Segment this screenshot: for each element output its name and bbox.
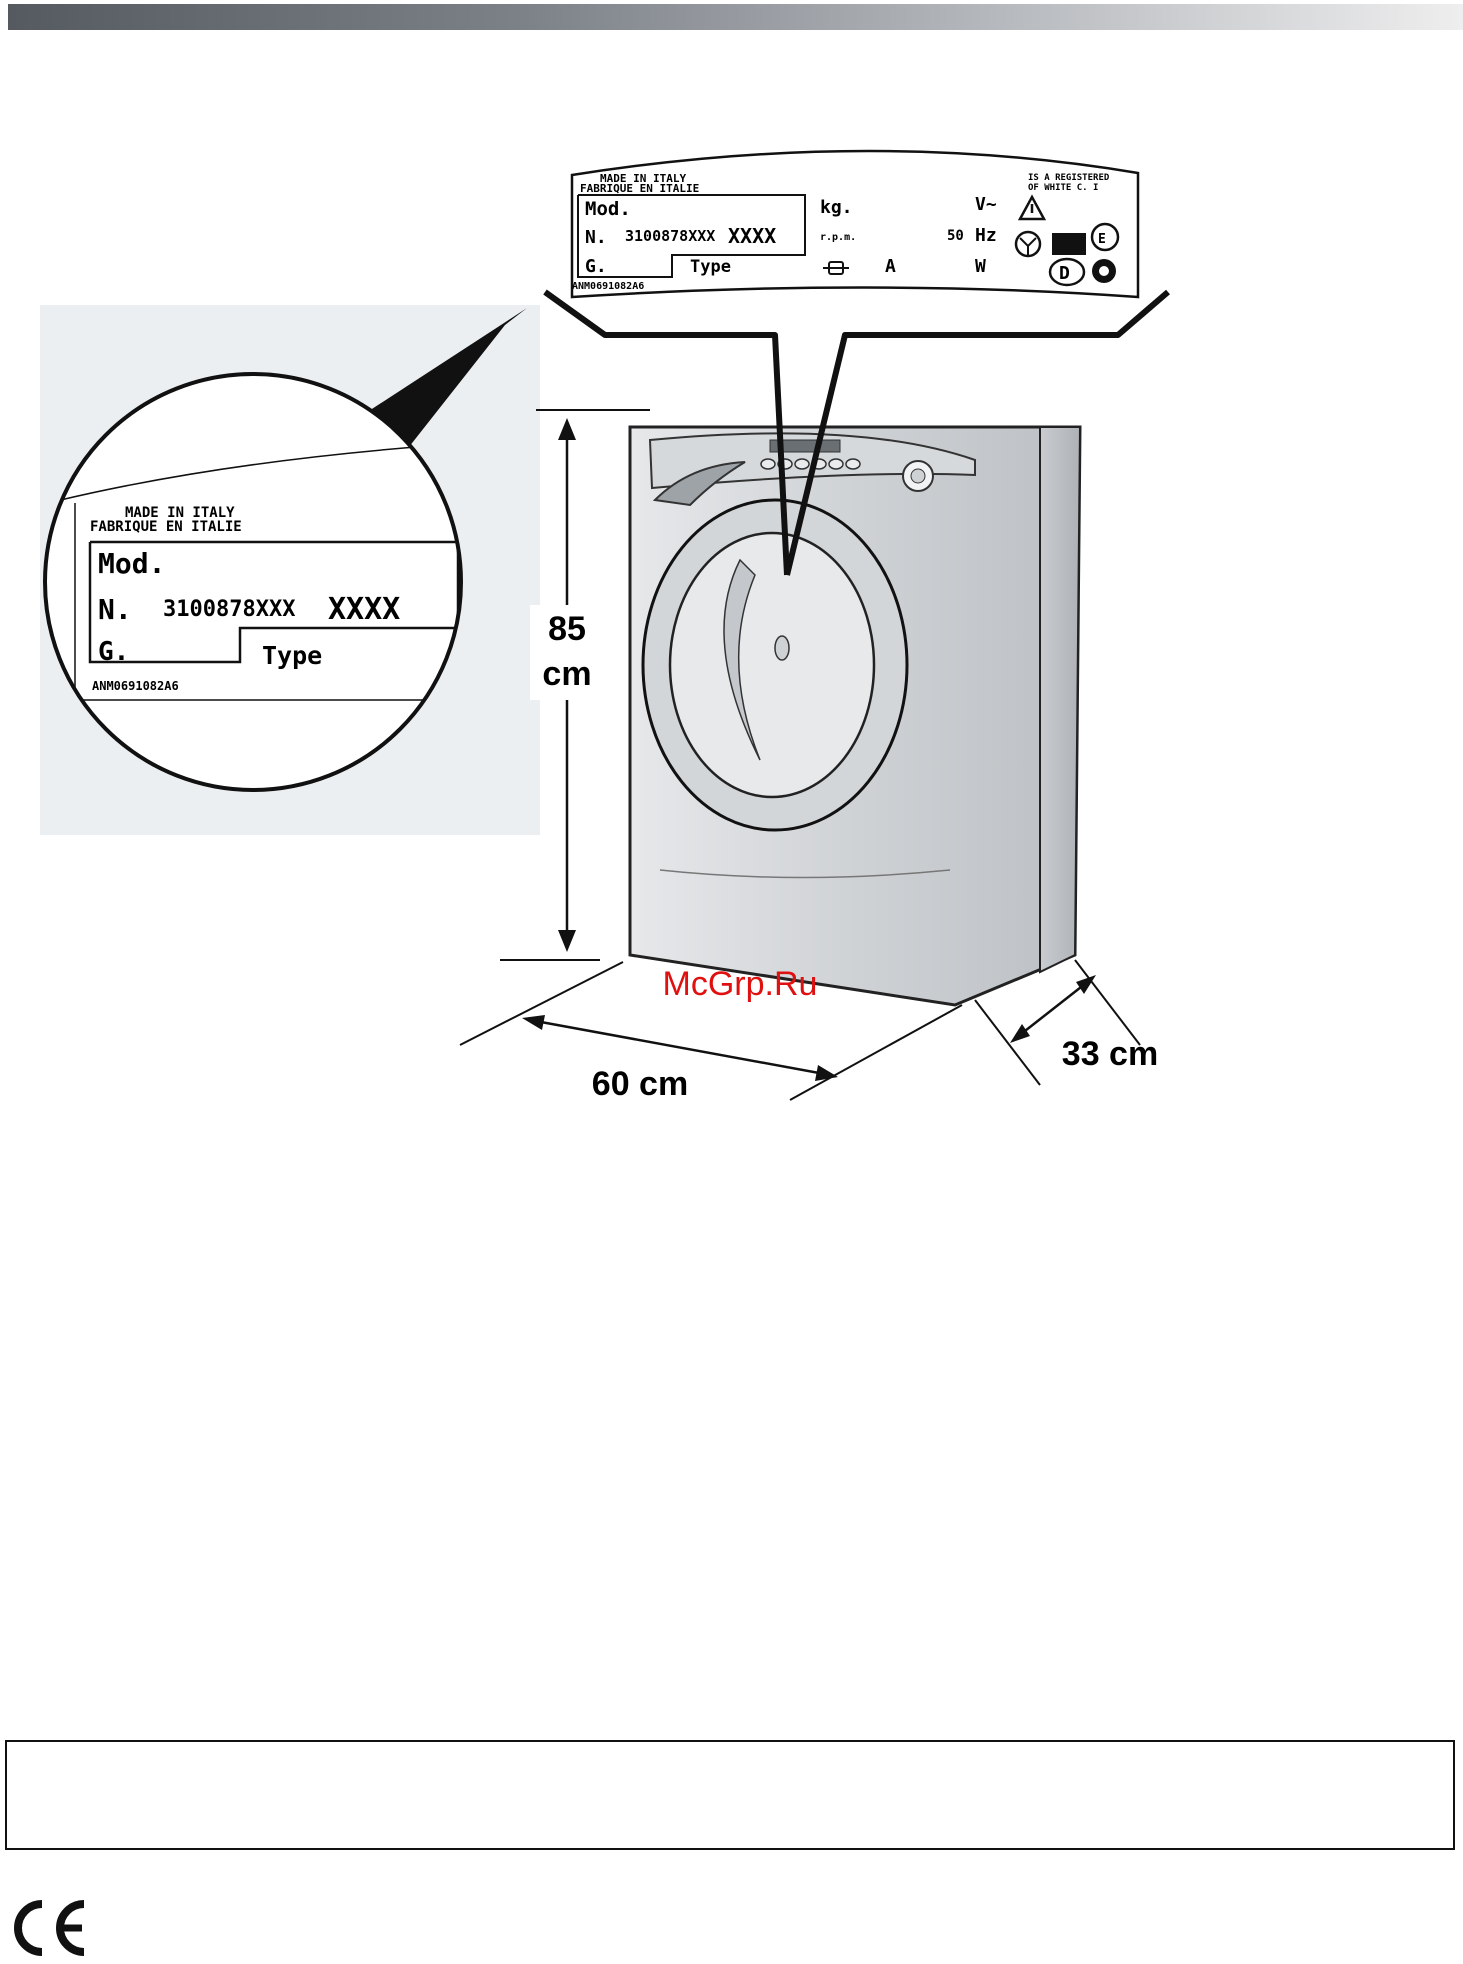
zoom-code: ANM0691082A6 bbox=[92, 679, 179, 693]
zoom-serial-suffix: XXXX bbox=[328, 592, 400, 627]
zoom-serial-prefix: N. bbox=[98, 593, 132, 626]
plate-serial-suffix: XXXX bbox=[728, 224, 776, 248]
machine-side bbox=[1040, 427, 1080, 972]
plate-g: G. bbox=[585, 256, 607, 277]
width-label: 60 cm bbox=[592, 1065, 688, 1103]
note-box bbox=[5, 1740, 1455, 1850]
zoom-g: G. bbox=[98, 637, 129, 667]
washing-machine-figure: MADE IN ITALY FABRIQUE EN ITALIE Mod. N.… bbox=[0, 0, 1463, 1140]
height-unit: cm bbox=[542, 655, 591, 693]
plate-volt: V~ bbox=[975, 194, 997, 215]
plate-watt: W bbox=[975, 256, 986, 277]
plate-code: ANM0691082A6 bbox=[572, 281, 644, 292]
plate-mod: Mod. bbox=[585, 198, 631, 220]
rating-plate: MADE IN ITALY FABRIQUE EN ITALIE Mod. N.… bbox=[572, 151, 1138, 297]
plate-serial-number: 3100878XXX bbox=[625, 227, 715, 245]
height-value: 85 bbox=[548, 610, 586, 648]
ce-mark-icon bbox=[8, 1898, 88, 1958]
zoom-mod: Mod. bbox=[98, 547, 165, 580]
door-glass bbox=[670, 533, 874, 797]
plate-fabrique: FABRIQUE EN ITALIE bbox=[580, 182, 699, 195]
svg-text:D: D bbox=[1059, 263, 1070, 284]
plate-amp: A bbox=[885, 256, 896, 277]
plate-type: Type bbox=[690, 257, 731, 277]
zoom-fabrique: FABRIQUE EN ITALIE bbox=[90, 519, 242, 535]
plate-registered-1: IS A REGISTERED bbox=[1028, 173, 1110, 183]
plate-kg: kg. bbox=[820, 197, 853, 218]
watermark[interactable]: McGrp.Ru bbox=[663, 965, 818, 1003]
svg-text:E: E bbox=[1098, 232, 1106, 247]
door-handle bbox=[775, 636, 789, 660]
plate-serial-prefix: N. bbox=[585, 227, 607, 248]
zoom-serial-number: 3100878XXX bbox=[163, 597, 295, 622]
plate-rpm: r.p.m. bbox=[820, 232, 856, 243]
plate-hz-value: 50 bbox=[947, 228, 964, 244]
plate-hz: Hz bbox=[975, 225, 997, 246]
zoom-type: Type bbox=[262, 641, 322, 670]
depth-label: 33 cm bbox=[1062, 1035, 1158, 1073]
washing-machine bbox=[630, 427, 1080, 1005]
plate-registered-2: OF WHITE C. I bbox=[1028, 183, 1098, 193]
